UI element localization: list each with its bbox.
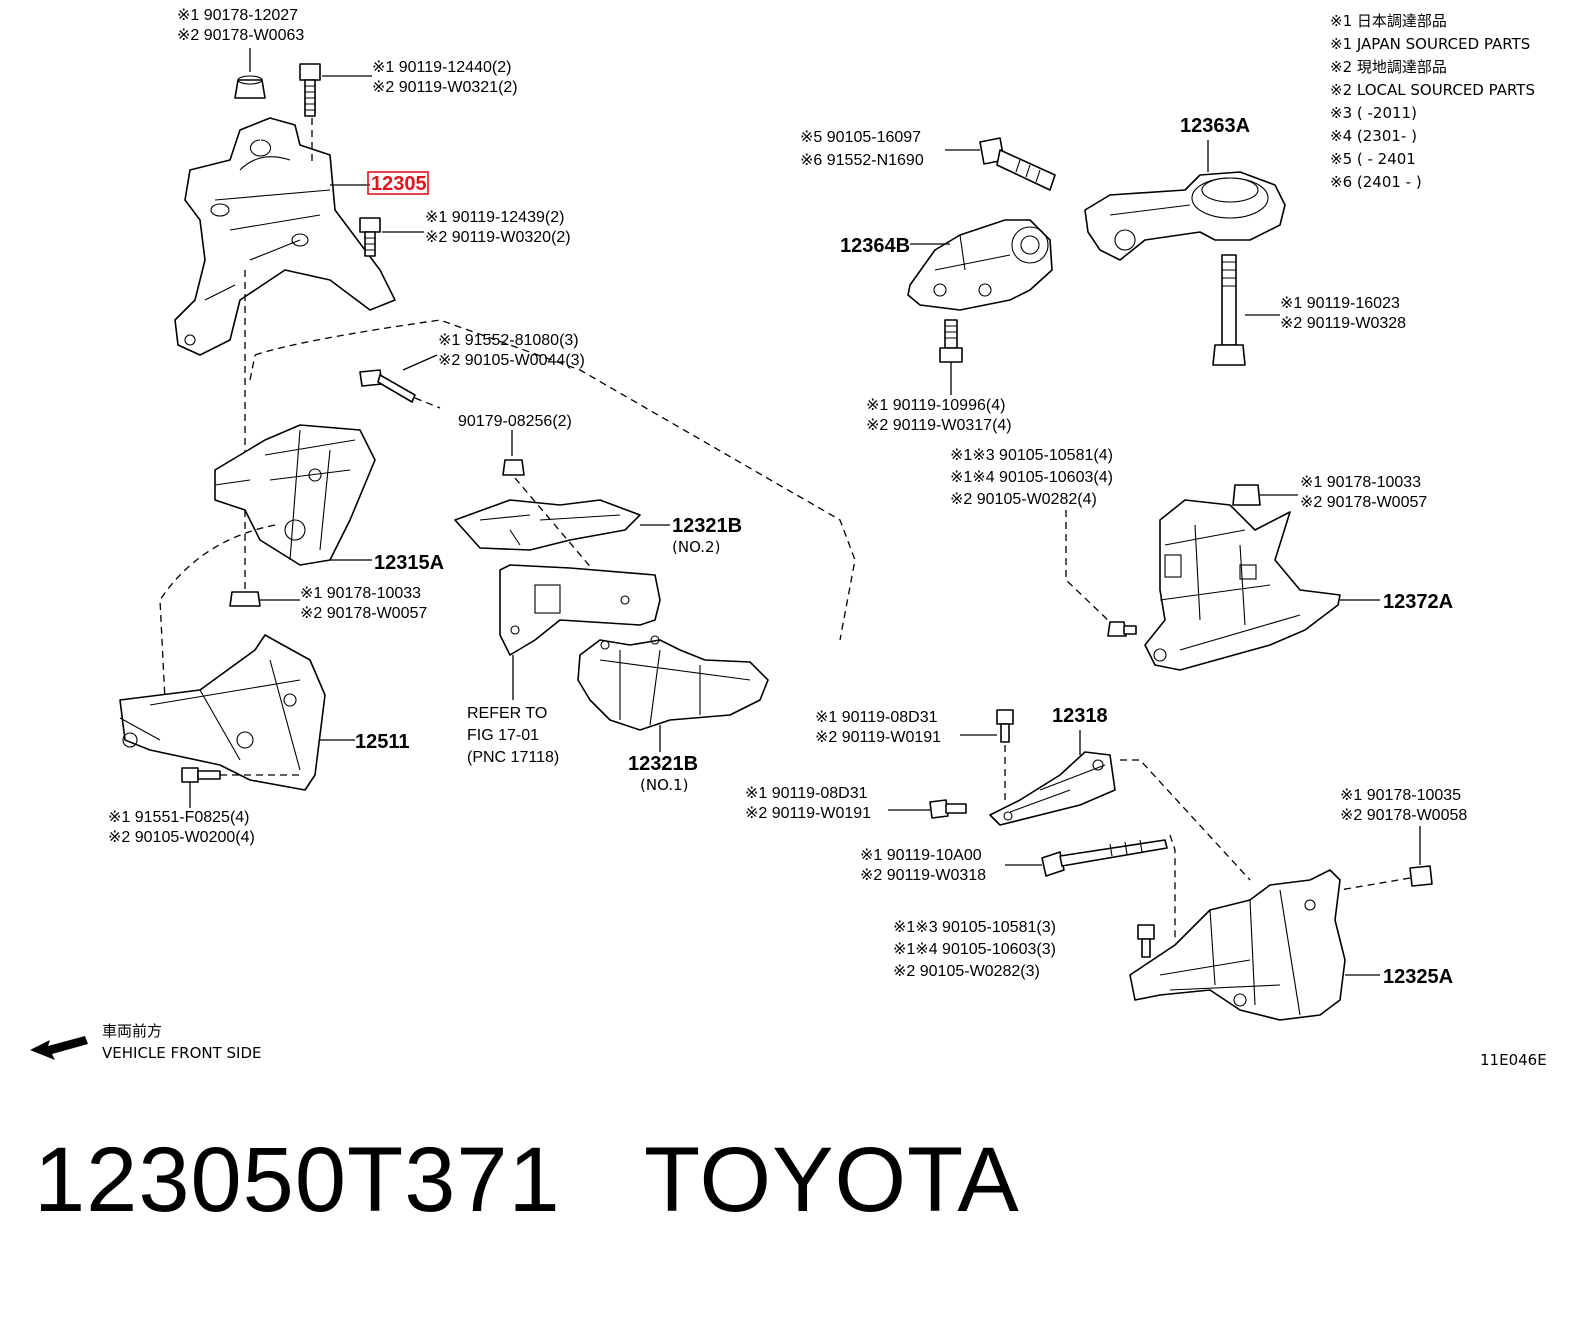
- part-label-12372A[interactable]: 12372A: [1383, 591, 1453, 613]
- f11a: ※1※3 90105-10581(4): [950, 447, 1113, 464]
- bolt-12305-right[interactable]: [359, 217, 381, 257]
- part-label-12321B-no1[interactable]: 12321B: [628, 753, 698, 775]
- figure-code: 11E046E: [1480, 1051, 1547, 1069]
- f16a: ※1※3 90105-10581(3): [893, 919, 1056, 936]
- note-2: ※1 JAPAN SOURCED PARTS: [1330, 35, 1530, 53]
- f14a: ※1 90119-08D31: [745, 785, 868, 802]
- plate-refer-17-01[interactable]: [499, 564, 661, 656]
- part-12315A-bracket[interactable]: [214, 424, 376, 566]
- note-6: ※4 (2301- ): [1330, 127, 1417, 145]
- note-4: ※2 LOCAL SOURCED PARTS: [1330, 81, 1535, 99]
- f5: 90179-08256(2): [458, 413, 572, 430]
- f13a: ※1 90119-08D31: [815, 709, 938, 726]
- f4a: ※1 91552-81080(3): [438, 332, 579, 349]
- f3b: ※2 90119-W0320(2): [425, 229, 571, 246]
- direction-en: VEHICLE FRONT SIDE: [102, 1044, 262, 1062]
- part-12318-bracket[interactable]: [989, 751, 1116, 826]
- bolt-12325A-small[interactable]: [1137, 924, 1155, 958]
- part-label-12315A[interactable]: 12315A: [374, 552, 444, 574]
- f12b: ※2 90178-W0057: [1300, 494, 1427, 511]
- part-12321B-no2[interactable]: [454, 499, 641, 551]
- refer-line-3: (PNC 17118): [467, 749, 559, 766]
- f9a: ※1 90119-16023: [1280, 295, 1400, 312]
- f13b: ※2 90119-W0191: [815, 729, 941, 746]
- part-label-12325A[interactable]: 12325A: [1383, 966, 1453, 988]
- f9b: ※2 90119-W0328: [1280, 315, 1406, 332]
- f6a: ※1 90178-10033: [300, 585, 421, 602]
- f11b: ※1※4 90105-10603(4): [950, 469, 1113, 486]
- f7b: ※2 90105-W0200(4): [108, 829, 255, 846]
- f16b: ※1※4 90105-10603(3): [893, 941, 1056, 958]
- f1b: ※2 90178-W0063: [177, 27, 304, 44]
- bolt-12315A[interactable]: [359, 369, 416, 403]
- f17a: ※1 90178-10035: [1340, 787, 1461, 804]
- f2b: ※2 90119-W0321(2): [372, 79, 518, 96]
- footer-brand: TOYOTA: [644, 1129, 1020, 1231]
- nut-12315A[interactable]: [229, 591, 261, 607]
- f10b: ※2 90119-W0317(4): [866, 417, 1012, 434]
- footer-part-number: 123050T371: [34, 1129, 561, 1231]
- f6b: ※2 90178-W0057: [300, 605, 427, 622]
- bolt-12364B[interactable]: [939, 319, 963, 363]
- f3a: ※1 90119-12439(2): [425, 209, 564, 226]
- vehicle-front-arrow-icon: [30, 1036, 88, 1060]
- bolt-12305-top[interactable]: [299, 63, 321, 117]
- f15b: ※2 90119-W0318: [860, 867, 986, 884]
- bolt-12363A-bottom[interactable]: [1212, 254, 1246, 366]
- nut-12305-top[interactable]: [234, 75, 266, 99]
- nut-12325A[interactable]: [1409, 865, 1433, 887]
- part-12364B-bracket[interactable]: [907, 219, 1053, 311]
- note-3: ※2 現地調達部品: [1330, 58, 1447, 76]
- f2a: ※1 90119-12440(2): [372, 59, 511, 76]
- part-label-12318[interactable]: 12318: [1052, 705, 1108, 727]
- f14b: ※2 90119-W0191: [745, 805, 871, 822]
- note-7: ※5 ( - 2401: [1330, 150, 1416, 168]
- label-no2: (NO.2): [672, 538, 720, 556]
- part-12372A-mount[interactable]: [1144, 499, 1341, 671]
- part-label-12363A[interactable]: 12363A: [1180, 115, 1250, 137]
- part-label-12364B[interactable]: 12364B: [840, 235, 910, 257]
- f1a: ※1 90178-12027: [177, 7, 298, 24]
- f17b: ※2 90178-W0058: [1340, 807, 1467, 824]
- f11c: ※2 90105-W0282(4): [950, 491, 1097, 508]
- f15a: ※1 90119-10A00: [860, 847, 982, 864]
- part-label-12305[interactable]: 12305: [371, 173, 427, 195]
- bolt-12318-top[interactable]: [996, 709, 1014, 743]
- part-12305-engine-mount[interactable]: [174, 117, 396, 356]
- nut-12321B[interactable]: [502, 459, 525, 476]
- bolt-12372A[interactable]: [1107, 621, 1137, 637]
- f10a: ※1 90119-10996(4): [866, 397, 1005, 414]
- f7a: ※1 91551-F0825(4): [108, 809, 250, 826]
- part-12363A-rod[interactable]: [1084, 171, 1286, 261]
- bolt-12325A-long[interactable]: [1041, 839, 1168, 877]
- f12a: ※1 90178-10033: [1300, 474, 1421, 491]
- refer-line-1: REFER TO: [467, 705, 547, 722]
- part-label-12511[interactable]: 12511: [355, 731, 410, 753]
- f8b: ※6 91552-N1690: [800, 152, 924, 169]
- part-12321B-no1[interactable]: [577, 635, 769, 731]
- bolt-12363A-top[interactable]: [979, 137, 1056, 191]
- highlight-box-12305: [367, 171, 429, 195]
- refer-line-2: FIG 17-01: [467, 727, 539, 744]
- bolt-12511[interactable]: [181, 767, 221, 783]
- note-5: ※3 ( -2011): [1330, 104, 1417, 122]
- note-8: ※6 (2401 - ): [1330, 173, 1422, 191]
- label-no1: (NO.1): [640, 776, 688, 794]
- f8a: ※5 90105-16097: [800, 129, 921, 146]
- part-12511-bracket[interactable]: [119, 634, 326, 791]
- f4b: ※2 90105-W0044(3): [438, 352, 585, 369]
- f16c: ※2 90105-W0282(3): [893, 963, 1040, 980]
- note-1: ※1 日本調達部品: [1330, 12, 1447, 30]
- part-12325A-bracket[interactable]: [1129, 869, 1346, 1021]
- nut-12372A[interactable]: [1232, 484, 1261, 506]
- part-label-12321B-no2[interactable]: 12321B: [672, 515, 742, 537]
- notes-legend: ※1 日本調達部品 ※1 JAPAN SOURCED PARTS ※2 現地調達…: [1330, 12, 1535, 191]
- direction-jp: 車両前方: [102, 1022, 162, 1040]
- bolt-12318-side[interactable]: [929, 799, 967, 819]
